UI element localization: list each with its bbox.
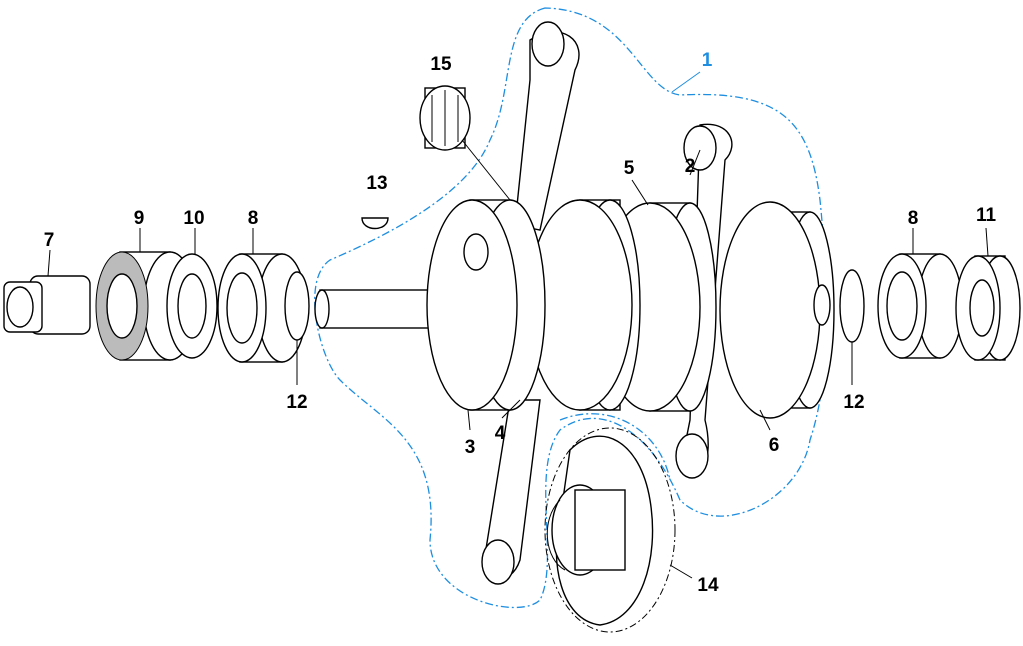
woodruff-key-13	[361, 217, 389, 230]
bearing-8-right	[877, 253, 963, 359]
item14-outline-black	[544, 427, 676, 633]
assembly-outline	[314, 7, 828, 608]
ring-10	[166, 253, 218, 359]
label-10: 10	[183, 208, 204, 229]
label-15: 15	[430, 54, 452, 75]
needle-bearing-15	[419, 85, 471, 151]
washer-12-left	[284, 271, 310, 341]
label-3: 3	[465, 437, 476, 458]
label-2: 2	[685, 156, 696, 177]
label-6: 6	[769, 435, 780, 456]
label-12-right: 12	[843, 392, 864, 413]
label-4: 4	[495, 423, 506, 444]
washer-12-right	[839, 269, 865, 343]
label-9: 9	[134, 208, 145, 229]
item14-outline	[559, 413, 671, 481]
nut	[3, 275, 91, 335]
label-5: 5	[624, 158, 635, 179]
label-14: 14	[697, 575, 719, 596]
label-8-left: 8	[248, 208, 259, 229]
label-12-left: 12	[286, 392, 307, 413]
crankshaft	[314, 21, 835, 585]
label-7: 7	[44, 230, 55, 251]
label-13: 13	[366, 173, 387, 194]
label-11: 11	[976, 205, 997, 226]
seal-11	[955, 255, 1021, 361]
bearing-cage-14	[546, 435, 654, 626]
label-1: 1	[702, 50, 713, 71]
leader-lines	[47, 71, 989, 579]
label-8-right: 8	[908, 208, 919, 229]
